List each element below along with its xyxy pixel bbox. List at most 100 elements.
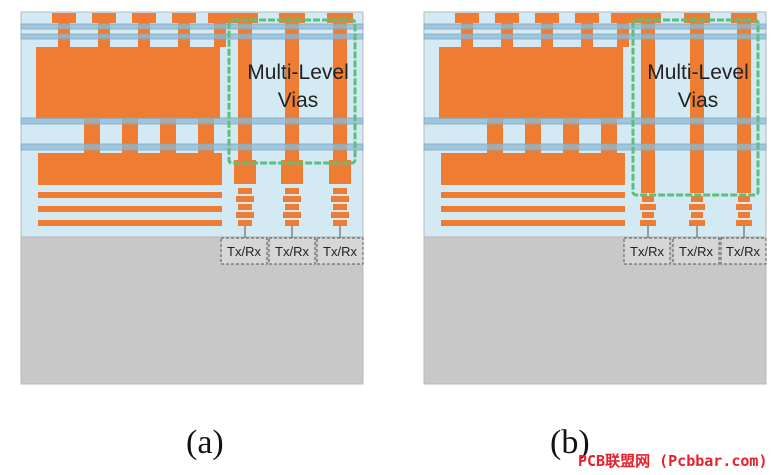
via-stack [640,204,656,210]
via-label-line1: Multi-Level [247,61,349,84]
via-stack [236,212,254,218]
via-stack [738,196,750,202]
top-pads [52,13,353,23]
top-pads [455,13,757,23]
via-stack [238,204,252,210]
rail [20,33,364,40]
via-stack [642,196,654,202]
metal-line [441,192,625,198]
top-pad [495,13,519,23]
top-pad [232,13,258,23]
via-stack [333,204,347,210]
via-column [641,23,655,193]
top-pad [132,13,156,23]
panel-a: Multi-Level Vias Tx/Rx Tx/Rx Tx/Rx [20,11,364,385]
via-stack [736,204,752,210]
watermark: PCB联盟网 (Pcbbar.com) [578,452,768,470]
via-column [238,23,252,160]
panel-b-caption: (b) [550,424,590,461]
rails [20,23,364,151]
via-stack [331,196,349,202]
top-pad [635,13,661,23]
rail [20,23,364,30]
via-stack [689,220,705,226]
metal-line [441,220,625,226]
top-pad [279,13,305,23]
metal-block-upper [439,47,623,119]
via-stack [689,204,705,210]
ports: Tx/Rx Tx/Rx Tx/Rx [220,226,364,265]
port-label: Tx/Rx [679,244,713,259]
via-stack [333,220,347,226]
via-stack [283,196,301,202]
via-column [737,23,751,193]
via-stack [285,220,299,226]
via-highlight-box [227,18,357,165]
top-pad [208,13,232,23]
metal-line [441,206,625,212]
port-box [672,237,720,265]
via-stack [333,188,347,194]
dielectric-layer [423,11,767,239]
panel-b: Multi-Level Vias Tx/Rx Tx/Rx Tx/Rx [423,11,767,385]
top-pad [92,13,116,23]
port-label: Tx/Rx [726,244,760,259]
port-label: Tx/Rx [275,244,309,259]
port-label: Tx/Rx [630,244,664,259]
via-highlight-box [631,18,760,197]
rail [20,117,364,125]
port-box [623,237,671,265]
port-label: Tx/Rx [323,244,357,259]
via-column [333,23,347,160]
top-pad [52,13,76,23]
metal-line [38,192,222,198]
via-stack [736,220,752,226]
via-landing [329,160,351,184]
rails [423,23,767,151]
via-label-line2: Vias [678,89,718,112]
via-label-line1: Multi-Level [647,61,749,84]
via-stack [285,204,299,210]
top-pad [455,13,479,23]
rail [20,143,364,151]
top-pad [327,13,353,23]
top-pad [684,13,710,23]
rail [423,33,767,40]
port-box [316,237,364,265]
via-stack [283,212,301,218]
top-pad [172,13,196,23]
via-stack [691,212,703,218]
top-pad [535,13,559,23]
vias [640,23,752,226]
ports: Tx/Rx Tx/Rx Tx/Rx [623,226,767,265]
rail [423,143,767,151]
port-label: Tx/Rx [227,244,261,259]
panel-a-caption: (a) [186,424,224,461]
via-landing [234,160,256,184]
dielectric-layer [20,11,364,239]
via-stack [738,212,750,218]
via-landing [281,160,303,184]
top-pad [731,13,757,23]
via-stack [642,212,654,218]
port-box [220,237,268,265]
metal-block-lower [38,153,222,185]
via-stack [238,220,252,226]
rail [423,23,767,30]
metal-block-lower [441,153,625,185]
metal-block-upper [36,47,220,119]
top-pad [575,13,599,23]
via-column [690,23,704,193]
metal-line [38,220,222,226]
via-label-line2: Vias [278,89,318,112]
port-box [268,237,316,265]
vias [234,23,351,226]
port-box [720,237,767,265]
via-stack [285,188,299,194]
metal-line [38,206,222,212]
via-stack [331,212,349,218]
via-stack [236,196,254,202]
rail [423,117,767,125]
via-column [285,23,299,160]
